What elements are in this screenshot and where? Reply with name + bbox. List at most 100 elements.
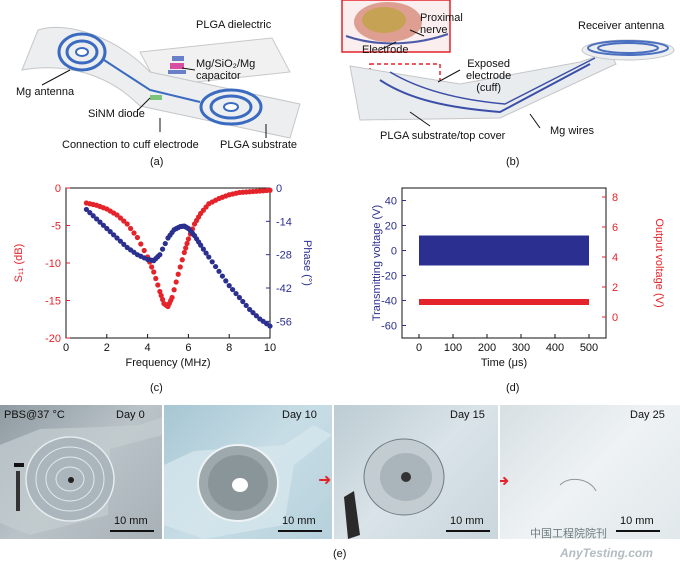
caption-d: (d) (506, 382, 520, 394)
series-0-point-6-2 (149, 264, 155, 270)
series-0-point-3-2 (121, 218, 127, 224)
y-tick-label-right-4: 0 (612, 312, 618, 324)
series-0-point-12-1 (177, 264, 183, 270)
series-1-point-18-1 (230, 286, 236, 293)
day-label-0: Day 0 (116, 409, 145, 421)
series-0-point-4-0 (124, 221, 130, 227)
label-mg-antenna: Mg antenna (16, 86, 75, 98)
y-tick-label-left-3: -20 (381, 271, 397, 283)
series-1-point-18-0 (226, 283, 232, 289)
series-0-point-5-2 (141, 247, 147, 254)
device-illustration-a (21, 26, 301, 139)
series-0-point-8-2 (159, 296, 166, 303)
scale-bar-label-15: 10 mm (450, 515, 484, 527)
series-1-point-20-0 (247, 306, 253, 313)
series-1-point-8-1 (159, 246, 166, 252)
x-tick-label-2: 4 (145, 342, 151, 354)
series-0-point-8-1 (158, 292, 164, 299)
series-0-point-end (267, 187, 273, 193)
series-1-point-15-2 (203, 250, 209, 256)
scale-bar-15 (446, 530, 490, 532)
x-axis-label: Time (μs) (481, 357, 527, 369)
y-tick-label-left-2: 0 (391, 246, 397, 258)
y-tick-label-left-4: -40 (381, 296, 397, 308)
series-0-point-4-2 (131, 230, 137, 236)
x-tick-label-0: 0 (416, 342, 422, 354)
scale-bar-0 (110, 530, 154, 532)
series-1-point-0-1 (87, 210, 93, 216)
label-capacitor: Mg/SiO₂/Mg capacitor (196, 58, 256, 82)
plot-frame (401, 187, 607, 339)
y-tick-label-right-4: -56 (276, 316, 292, 328)
x-tick-label-5: 500 (580, 342, 598, 354)
x-tick-label-3: 6 (185, 342, 191, 354)
label-plga-dielectric: PLGA dielectric (196, 19, 272, 31)
y-tick-label-right-2: 4 (612, 252, 618, 264)
transition-arrow-3: ➜ (500, 473, 510, 490)
photo-day-10: ➜ Day 10 10 mm (164, 405, 332, 539)
series-1-point-15-0 (198, 242, 204, 248)
label-mg-wires: Mg wires (550, 125, 595, 137)
transition-arrow-2: ➜ (318, 472, 332, 489)
device-photo-10 (164, 425, 332, 539)
series-1-point-2-2 (111, 232, 117, 238)
series-0-point-7-2 (155, 282, 161, 288)
y-tick-label-left-1: -5 (51, 221, 61, 233)
y-tick-label-left-1: 20 (385, 221, 397, 233)
x-tick-label-2: 200 (478, 342, 496, 354)
series-0-point-5-0 (134, 234, 140, 241)
series-0-point-11-0 (169, 294, 175, 301)
watermark-site: AnyTesting.com (560, 546, 653, 560)
series-1-point-1-1 (97, 219, 103, 225)
series-0-point-4-1 (128, 225, 134, 232)
y-axis-label-right: Phase (°) (301, 240, 313, 286)
label-connection: Connection to cuff electrode (62, 139, 199, 151)
scale-bar-label-25: 10 mm (620, 515, 654, 527)
device-illustration-b (341, 0, 675, 129)
watermark-name: 中国工程院院刊 (530, 528, 607, 539)
scale-bar-25 (616, 530, 660, 532)
series-1-point-19-1 (240, 298, 246, 305)
x-tick-label-1: 2 (104, 342, 110, 354)
label-plga-substrate: PLGA substrate (220, 139, 298, 151)
y-tick-label-right-1: -14 (276, 216, 292, 228)
transmitting-voltage-band (419, 235, 589, 266)
series-0-point-3-1 (117, 215, 123, 221)
y-tick-label-right-3: 2 (612, 282, 618, 294)
y-tick-label-left-0: 0 (55, 183, 61, 195)
series-1-point-18-2 (233, 290, 239, 297)
photo-day-15: Day 15 10 mm (334, 405, 498, 539)
plot-frame (65, 187, 271, 339)
series-1-point-20-1 (250, 310, 256, 316)
y-tick-label-left-4: -20 (45, 333, 61, 345)
series-1-point-3-2 (121, 241, 127, 247)
y-tick-label-right-0: 8 (612, 192, 618, 204)
day-label-10: Day 10 (282, 409, 317, 421)
series-1-point-20-2 (253, 313, 259, 319)
y-tick-label-left-5: -60 (381, 321, 397, 333)
series-0-point-12-2 (179, 257, 185, 263)
series-0-point-14-0 (185, 236, 191, 242)
day-label-25: Day 25 (630, 409, 665, 421)
x-tick-label-5: 10 (264, 342, 276, 354)
y-tick-label-left-2: -10 (45, 258, 61, 270)
y-tick-label-right-2: -28 (276, 250, 292, 262)
series-1-point-19-2 (243, 302, 249, 309)
x-tick-label-3: 300 (512, 342, 530, 354)
caption-e: (e) (333, 548, 347, 560)
series-0-point-11-2 (173, 279, 179, 285)
y-tick-label-right-1: 6 (612, 222, 618, 234)
device-photo-25 (559, 478, 597, 492)
caption-c: (c) (150, 382, 163, 394)
caption-a: (a) (150, 156, 164, 168)
series-0-point-7-1 (153, 275, 159, 282)
series-1-point-2-0 (104, 225, 110, 232)
series-1-point-17-2 (223, 278, 229, 284)
device-photo-15 (344, 438, 445, 539)
y-axis-label-left: S₁₁ (dB) (13, 244, 25, 283)
x-axis-label: Frequency (MHz) (126, 357, 211, 369)
series-0-point-8-0 (157, 288, 163, 295)
